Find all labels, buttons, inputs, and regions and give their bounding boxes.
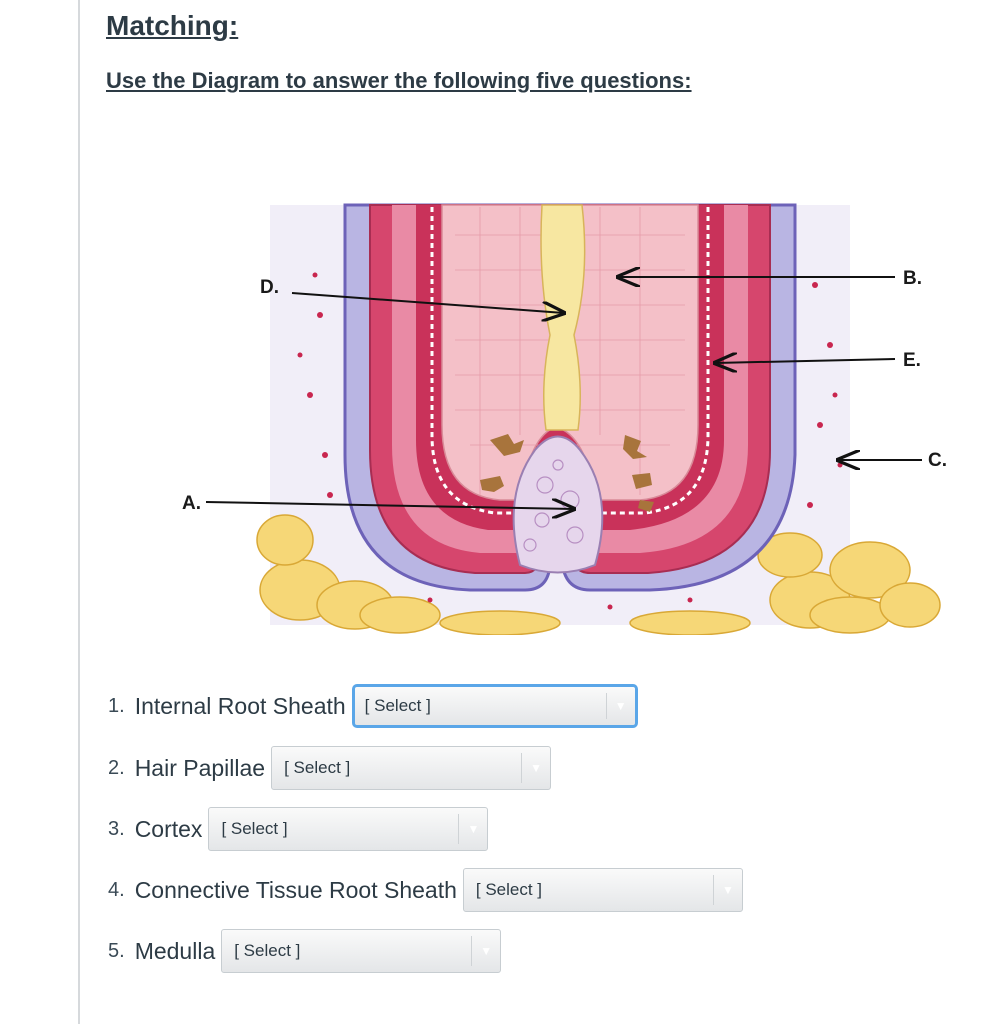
- diagram-label-e: E.: [903, 350, 921, 371]
- answer-select[interactable]: [ Select ] ▼: [208, 807, 489, 851]
- question-label: Medulla: [134, 937, 216, 964]
- select-value: [ Select ]: [221, 819, 288, 838]
- diagram-label-d: D.: [260, 277, 279, 298]
- question-number: 5.: [108, 939, 125, 962]
- leader-line-d: [291, 292, 564, 313]
- question-number: 1.: [108, 694, 125, 717]
- chevron-down-icon: ▼: [458, 814, 487, 844]
- question-row: 5. Medulla [ Select ] ▼: [108, 927, 502, 975]
- chevron-down-icon: ▼: [471, 936, 500, 966]
- select-value: [ Select ]: [475, 880, 543, 899]
- leader-line-a: [205, 502, 574, 509]
- question-number: 2.: [108, 756, 125, 779]
- medulla: [540, 204, 586, 431]
- question-label: Connective Tissue Root Sheath: [134, 876, 457, 903]
- content-left-border: [78, 0, 80, 1024]
- select-value: [ Select ]: [364, 696, 431, 715]
- chevron-down-icon: ▼: [605, 693, 635, 719]
- instructions: Use the Diagram to answer the following …: [106, 68, 692, 93]
- select-value: [ Select ]: [284, 758, 351, 777]
- adipose-tissue: [256, 514, 941, 635]
- answer-select[interactable]: [ Select ] ▼: [271, 746, 552, 790]
- melanocytes: [480, 434, 654, 512]
- question-row: 4. Connective Tissue Root Sheath [ Selec…: [108, 866, 743, 914]
- question-label: Internal Root Sheath: [134, 692, 346, 719]
- question-row: 1. Internal Root Sheath [ Select ] ▼: [108, 682, 638, 730]
- answer-select[interactable]: [ Select ] ▼: [221, 929, 502, 973]
- select-value: [ Select ]: [234, 941, 301, 960]
- page-title: Matching:: [106, 10, 239, 41]
- diagram-label-a: A.: [182, 493, 201, 514]
- question-label: Cortex: [134, 815, 203, 842]
- question-number: 3.: [108, 817, 125, 840]
- question-row: 3. Cortex [ Select ] ▼: [108, 805, 489, 853]
- leader-line-e: [715, 359, 896, 363]
- question-row: 2. Hair Papillae [ Select ] ▼: [108, 744, 552, 792]
- diagram-label-c: C.: [928, 450, 947, 471]
- diagram-label-b: B.: [903, 268, 922, 289]
- question-label: Hair Papillae: [134, 754, 266, 781]
- chevron-down-icon: ▼: [521, 753, 550, 783]
- chevron-down-icon: ▼: [712, 875, 742, 905]
- answer-select[interactable]: [ Select ] ▼: [351, 684, 638, 728]
- question-number: 4.: [108, 878, 125, 901]
- answer-select[interactable]: [ Select ] ▼: [462, 868, 743, 912]
- hair-follicle-diagram: D. B. E. C. A.: [170, 195, 960, 635]
